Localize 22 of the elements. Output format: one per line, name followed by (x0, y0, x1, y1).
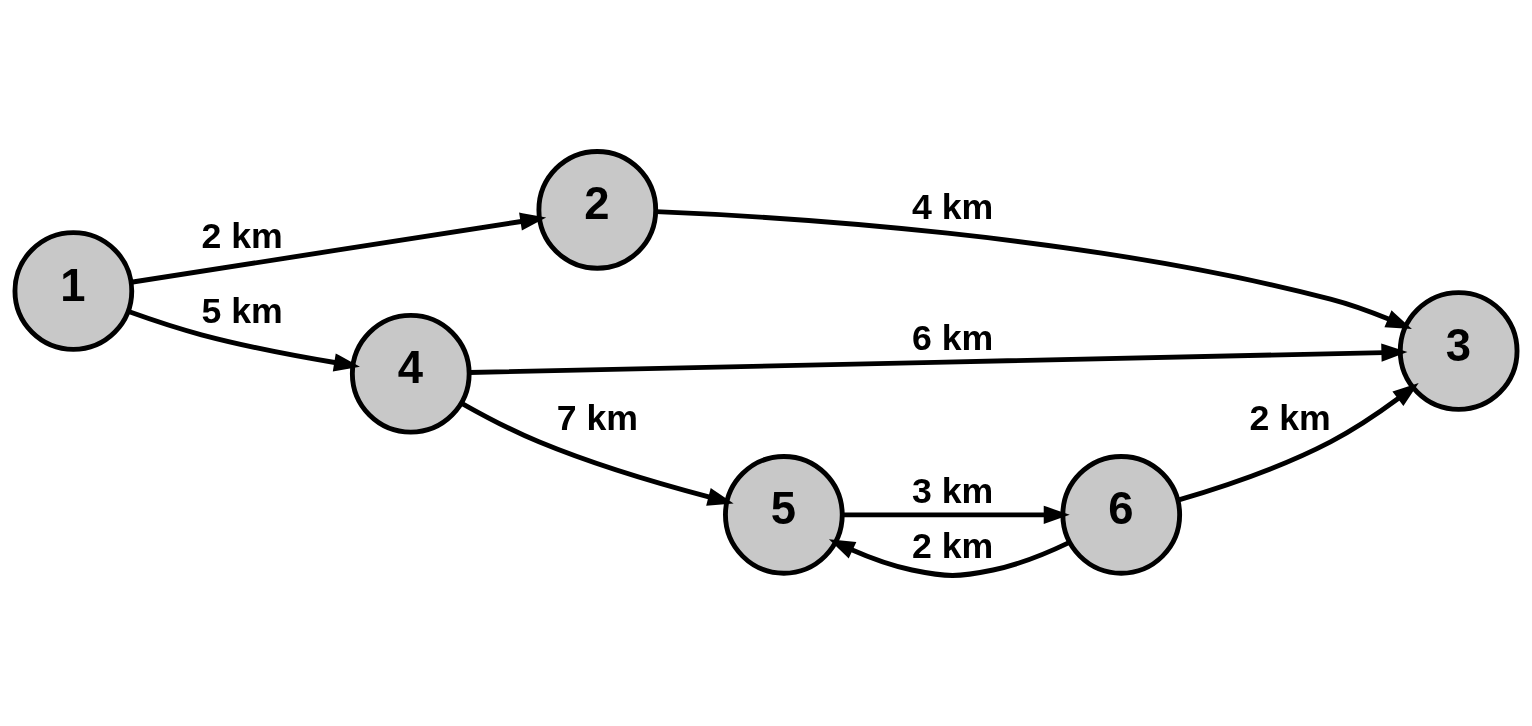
node-circle: 1 (12, 229, 135, 352)
node-circle: 5 (723, 453, 845, 576)
edge-label: 6 km (911, 317, 994, 358)
edge-label: 2 km (1249, 397, 1331, 438)
arrow (127, 308, 360, 371)
edge-label: 2 km (911, 525, 994, 566)
node-circle: 2 (536, 148, 659, 271)
edge-label: 2 km (201, 215, 283, 256)
node-circle: 3 (1397, 289, 1520, 412)
arrow (842, 505, 1070, 524)
arrow (130, 212, 547, 285)
arrow (1177, 382, 1419, 502)
node-circle: 6 (1060, 453, 1183, 576)
arrow (469, 343, 1408, 375)
arrow (655, 208, 1412, 329)
edge-label: 3 km (911, 470, 994, 511)
edge-label: 4 km (911, 186, 994, 227)
edge-label: 7 km (556, 397, 639, 438)
arrow (828, 538, 1071, 578)
arrow (460, 400, 734, 506)
node-circle: 4 (349, 312, 472, 435)
edge-label: 5 km (201, 290, 283, 331)
